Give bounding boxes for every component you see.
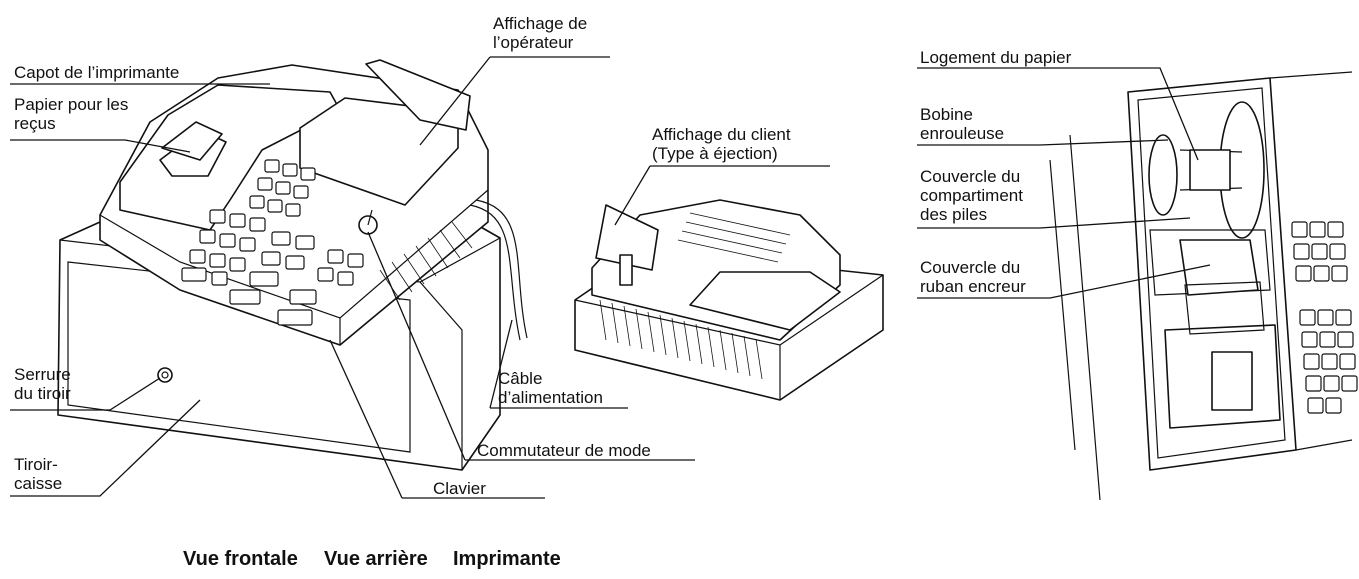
caption-front-view: Vue frontale: [183, 548, 298, 570]
label-paper-housing: Logement du papier: [920, 48, 1072, 67]
label-take-up-spool: Bobine enrouleuse: [920, 105, 1005, 143]
front-view-register: [57, 59, 528, 471]
label-ink-ribbon-cover: Couvercle du ruban encreur: [920, 258, 1026, 296]
label-receipt-paper: Papier pour les reçus: [14, 95, 129, 133]
caption-printer: Imprimante: [453, 548, 561, 570]
rear-view-register: [574, 199, 884, 401]
caption-rear-view: Vue arrière: [324, 548, 428, 570]
label-battery-cover: Couvercle du compartiment des piles: [920, 167, 1023, 224]
printer-detail: [1049, 71, 1358, 501]
label-keyboard: Clavier: [433, 479, 486, 498]
label-operator-display: Affichage de l’opérateur: [493, 14, 588, 52]
front-keypad: [181, 159, 364, 326]
label-printer-cover: Capot de l’imprimante: [14, 63, 180, 82]
label-power-cord: Câble d’alimentation: [498, 369, 603, 407]
label-customer-display: Affichage du client (Type à éjection): [652, 125, 791, 163]
label-cash-drawer: Tiroir- caisse: [14, 455, 63, 493]
label-drawer-lock: Serrure du tiroir: [14, 365, 71, 403]
printer-side-keys: [1291, 221, 1358, 414]
leader-lines: [10, 56, 1211, 499]
label-mode-switch: Commutateur de mode: [477, 441, 651, 460]
